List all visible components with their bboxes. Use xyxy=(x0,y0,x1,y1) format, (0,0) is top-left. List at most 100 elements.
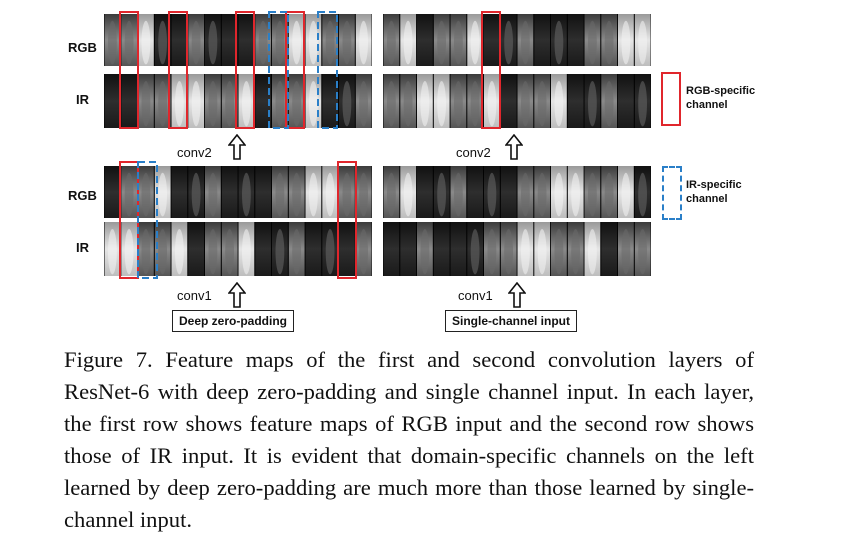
rgb-specific-highlight xyxy=(235,11,255,129)
feature-map-thumbnail xyxy=(121,74,138,128)
feature-map-thumbnail xyxy=(171,14,188,66)
rgb-specific-highlight xyxy=(337,161,357,279)
person-silhouette xyxy=(521,172,530,217)
rgb-specific-highlight xyxy=(481,11,501,129)
person-silhouette xyxy=(175,229,184,275)
person-silhouette xyxy=(225,229,235,275)
person-silhouette xyxy=(325,229,335,275)
legend-ir-specific-text: IR-specific channel xyxy=(686,179,742,205)
feature-map-thumbnail xyxy=(188,222,205,276)
person-silhouette xyxy=(208,81,218,127)
person-silhouette xyxy=(141,229,151,275)
figure-caption: Figure 7. Feature maps of the first and … xyxy=(64,344,754,536)
person-silhouette xyxy=(242,172,251,217)
feature-map-figure: RGB IR RGB IR conv2 conv2 conv1 conv1 De… xyxy=(68,11,755,332)
feature-map-thumbnail xyxy=(417,14,433,66)
feature-map-thumbnail xyxy=(255,74,272,128)
person-silhouette xyxy=(175,81,184,127)
feature-map-thumbnail xyxy=(104,166,121,218)
person-silhouette xyxy=(292,20,301,65)
feature-map-thumbnail xyxy=(255,166,272,218)
person-silhouette xyxy=(258,20,268,65)
person-silhouette xyxy=(604,172,614,217)
person-silhouette xyxy=(403,172,413,217)
feature-map-thumbnail xyxy=(238,14,255,66)
up-arrow-icon xyxy=(508,282,526,308)
person-silhouette xyxy=(342,81,352,127)
up-arrow-icon xyxy=(505,134,523,160)
person-silhouette xyxy=(208,172,218,217)
person-silhouette xyxy=(454,172,463,217)
person-silhouette xyxy=(420,229,430,275)
row-label-ir-conv1: IR xyxy=(76,240,89,255)
person-silhouette xyxy=(208,229,218,275)
ir-specific-highlight xyxy=(268,11,289,129)
person-silhouette xyxy=(537,229,547,275)
person-silhouette xyxy=(191,20,201,65)
method-label-deep-zero-padding: Deep zero-padding xyxy=(172,310,295,332)
person-silhouette xyxy=(403,81,413,127)
up-arrow-icon xyxy=(228,282,246,308)
person-silhouette xyxy=(571,172,580,217)
person-silhouette xyxy=(504,20,513,65)
feature-map-thumbnail xyxy=(500,166,517,218)
person-silhouette xyxy=(309,20,318,65)
person-silhouette xyxy=(141,20,151,65)
legend-ir-specific-swatch xyxy=(662,166,682,220)
person-silhouette xyxy=(621,172,631,217)
feature-map-thumbnail xyxy=(221,166,238,218)
person-silhouette xyxy=(604,81,614,127)
person-silhouette xyxy=(275,229,285,275)
feature-map-thumbnail xyxy=(618,74,634,128)
feature-map-thumbnail xyxy=(383,222,400,276)
person-silhouette xyxy=(588,229,597,275)
person-silhouette xyxy=(621,20,631,65)
person-silhouette xyxy=(275,81,285,127)
person-silhouette xyxy=(387,172,396,217)
feature-map-thumbnail xyxy=(467,166,484,218)
feature-map-thumbnail xyxy=(400,222,417,276)
person-silhouette xyxy=(571,229,580,275)
feature-map-thumbnail xyxy=(567,14,584,66)
person-silhouette xyxy=(638,81,647,127)
person-silhouette xyxy=(387,81,396,127)
feature-map-thumbnail xyxy=(433,222,450,276)
person-silhouette xyxy=(292,172,301,217)
person-silhouette xyxy=(191,172,201,217)
person-silhouette xyxy=(588,20,597,65)
person-silhouette xyxy=(108,20,117,65)
person-silhouette xyxy=(124,20,134,65)
ir-specific-highlight xyxy=(317,11,338,129)
feature-map-thumbnail xyxy=(104,74,121,128)
person-silhouette xyxy=(359,20,368,65)
feature-map-thumbnail xyxy=(305,222,322,276)
row-label-ir-conv2: IR xyxy=(76,92,89,107)
feature-map-thumbnail xyxy=(171,166,188,218)
person-silhouette xyxy=(225,81,235,127)
person-silhouette xyxy=(621,229,631,275)
person-silhouette xyxy=(242,81,251,127)
person-silhouette xyxy=(588,81,597,127)
feature-map-thumbnail xyxy=(567,74,584,128)
person-silhouette xyxy=(554,172,564,217)
person-silhouette xyxy=(470,20,480,65)
person-silhouette xyxy=(359,172,368,217)
row-label-rgb-conv2: RGB xyxy=(68,40,97,55)
person-silhouette xyxy=(470,81,480,127)
person-silhouette xyxy=(208,20,218,65)
person-silhouette xyxy=(638,172,647,217)
feature-map-thumbnail xyxy=(500,74,517,128)
person-silhouette xyxy=(437,20,446,65)
person-silhouette xyxy=(292,81,301,127)
person-silhouette xyxy=(437,172,446,217)
feature-map-thumbnail xyxy=(417,166,433,218)
person-silhouette xyxy=(275,20,285,65)
person-silhouette xyxy=(158,81,168,127)
caption-label: Figure 7. xyxy=(64,347,153,372)
feature-map-thumbnail xyxy=(601,222,618,276)
legend-rgb-specific-swatch xyxy=(661,72,681,126)
person-silhouette xyxy=(638,229,647,275)
person-silhouette xyxy=(342,172,352,217)
feature-map-thumbnail xyxy=(339,222,355,276)
person-silhouette xyxy=(292,229,301,275)
